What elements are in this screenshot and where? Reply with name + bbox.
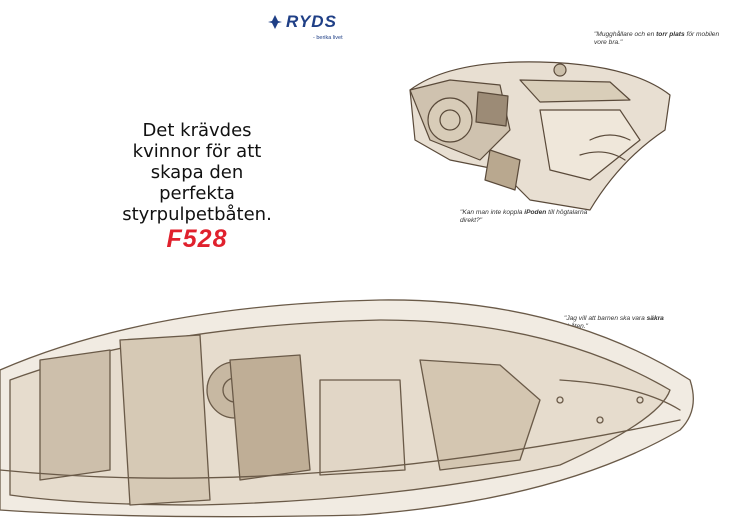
- headline-line: styrpulpetbåten.: [122, 204, 272, 225]
- boat-sketch-illustration: [0, 299, 694, 518]
- logo-emblem-icon: [268, 15, 282, 29]
- quote-text: "Kan man inte koppla: [460, 209, 525, 216]
- quote-emphasis: torr plats: [656, 31, 685, 38]
- headline-line: Det krävdes: [142, 120, 252, 141]
- brand-name: RYDS: [286, 12, 337, 31]
- quote-dry-place: "Mugghållare och en torr plats för mobil…: [594, 31, 724, 47]
- headline-line: kvinnor för att: [132, 141, 262, 162]
- headline-line: skapa den perfekta: [150, 162, 244, 204]
- brand-tagline: - berika livet: [313, 35, 343, 41]
- quote-text: "Mugghållare och en: [594, 31, 657, 38]
- quote-children-safe: "Jag vill att barnen ska vara säkra i bå…: [564, 315, 664, 331]
- quote-ipod: "Kan man inte koppla iPoden till högtala…: [460, 209, 610, 225]
- model-name: F528: [166, 225, 228, 253]
- quote-text: för mobilen vore bra.": [594, 31, 720, 46]
- console-sketch-illustration: [409, 61, 671, 211]
- ryds-logo: RYDS - berika livet: [267, 12, 367, 46]
- quote-emphasis: säkra: [646, 315, 664, 322]
- quote-text: till högtalarna direkt?": [460, 209, 588, 224]
- headline: Det krävdes kvinnor för att skapa den pe…: [112, 120, 282, 225]
- quote-text: "Jag vill att barnen ska vara: [564, 315, 647, 322]
- quote-text: i båten.": [564, 323, 588, 330]
- quote-emphasis: iPoden: [524, 209, 547, 216]
